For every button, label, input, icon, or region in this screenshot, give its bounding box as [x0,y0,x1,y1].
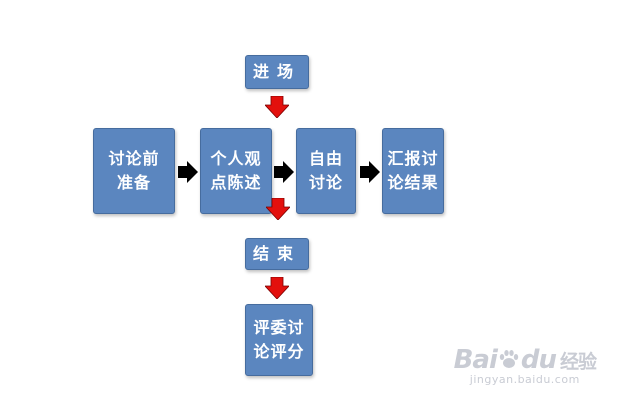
arrow-right-1 [178,161,198,183]
arrow-down-red-1 [265,96,289,118]
watermark-brand-cn: 经验 [559,350,597,373]
node-prep: 讨论前 准备 [93,128,175,214]
node-statement-label: 个人观 点陈述 [210,149,262,192]
node-report: 汇报讨 论结果 [382,128,444,214]
node-prep-label: 讨论前 准备 [108,149,160,192]
node-free-label: 自由 讨论 [308,149,343,192]
node-end: 结束 [245,238,309,270]
paw-icon [499,350,519,368]
node-report-label: 汇报讨 论结果 [387,149,439,192]
node-score: 评委讨 论评分 [245,304,313,376]
arrow-right-3 [360,161,380,183]
node-end-label: 结束 [252,244,301,263]
node-enter-label: 进场 [252,62,301,81]
node-free: 自由 讨论 [296,128,356,214]
node-statement: 个人观 点陈述 [200,128,272,214]
watermark-site: jingyan.baidu.com [469,373,580,386]
arrow-right-2 [274,161,294,183]
watermark-brand-suffix: du [520,345,557,375]
baidu-watermark: Bai du 经验 jingyan.baidu.com [453,345,597,386]
node-score-label: 评委讨 论评分 [253,318,305,361]
watermark-brand: Bai [453,345,498,375]
node-enter: 进场 [245,55,309,89]
arrow-down-red-3 [265,277,289,299]
arrow-down-red-2 [266,198,290,220]
